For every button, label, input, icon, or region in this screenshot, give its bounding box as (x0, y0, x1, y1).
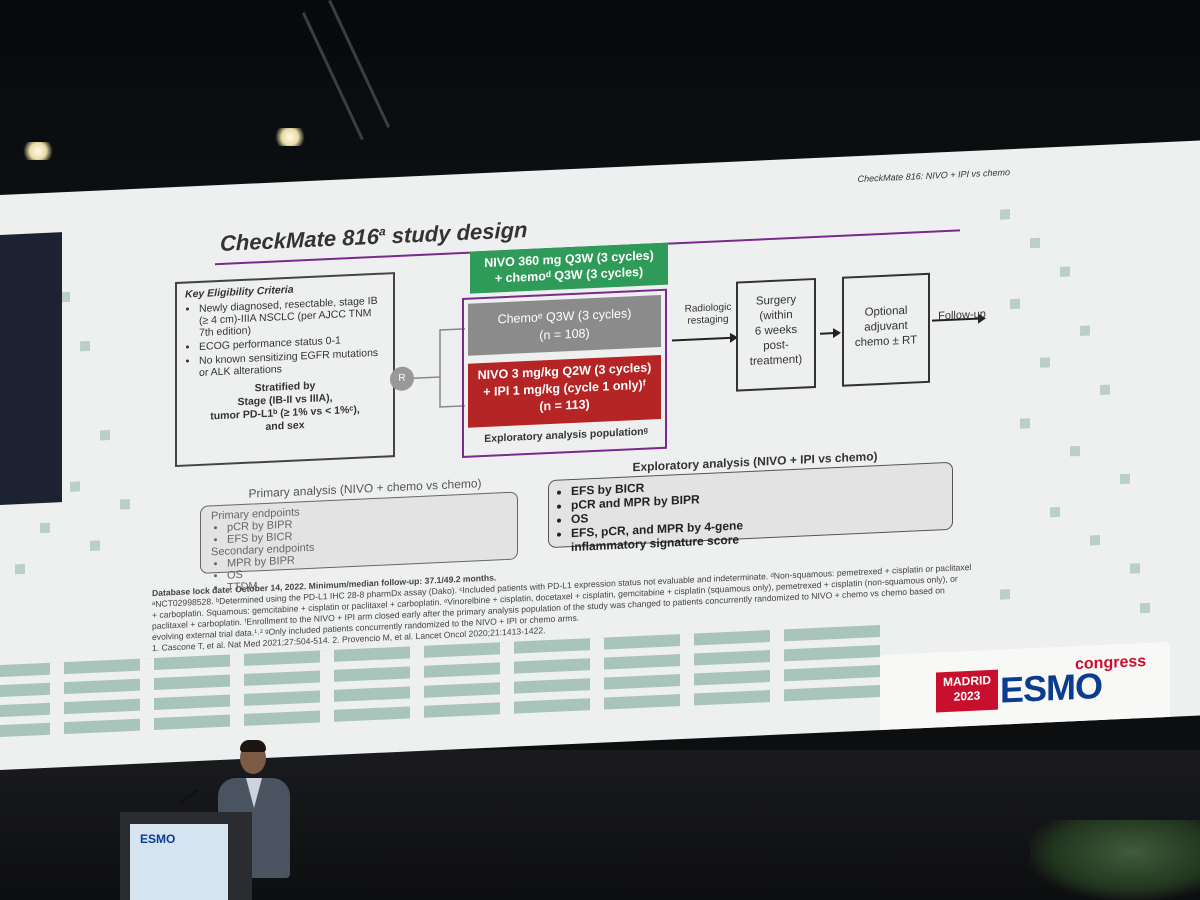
eligibility-criteria-box: Key Eligibility Criteria Newly diagnosed… (175, 272, 395, 468)
slide-content: CheckMate 816: NIVO + IPI vs chemo Check… (0, 141, 1200, 770)
presenter-hair (240, 740, 266, 752)
podium-screen (130, 824, 228, 900)
ceiling-light-left (22, 142, 54, 160)
stage-plant (1030, 820, 1200, 900)
podium-esmo-logo: ESMO (140, 832, 176, 846)
eligibility-item: Newly diagnosed, resectable, stage IB (≥… (199, 295, 385, 339)
ceiling-light-right (274, 128, 306, 146)
exploratory-left-list: EFS by BICR pCR and MPR by BIPR OS (555, 477, 720, 526)
congress-wordmark: congress (1075, 652, 1147, 674)
projected-slide: CheckMate 816: NIVO + IPI vs chemo Check… (0, 140, 1200, 771)
stratification: Stratified by Stage (IB-II vs IIIA), tum… (210, 379, 360, 434)
decorative-square-pattern (0, 209, 1150, 743)
exploratory-analysis-box: EFS by BICR pCR and MPR by BIPR OS EFS, … (548, 461, 953, 554)
slide-header-tag: CheckMate 816: NIVO + IPI vs chemo (857, 167, 1010, 185)
nivo-chemo-arm: NIVO 360 mg Q3W (3 cycles)+ chemoᵈ Q3W (… (470, 242, 668, 294)
nivo-ipi-arm: NIVO 3 mg/kg Q2W (3 cycles)+ IPI 1 mg/kg… (468, 354, 661, 428)
flow-arrows (413, 313, 986, 408)
chemo-arm: Chemoᵉ Q3W (3 cycles)(n = 108) (468, 294, 661, 356)
primary-analysis-box: Primary endpoints pCR by BIPR EFS by BIC… (200, 491, 518, 594)
